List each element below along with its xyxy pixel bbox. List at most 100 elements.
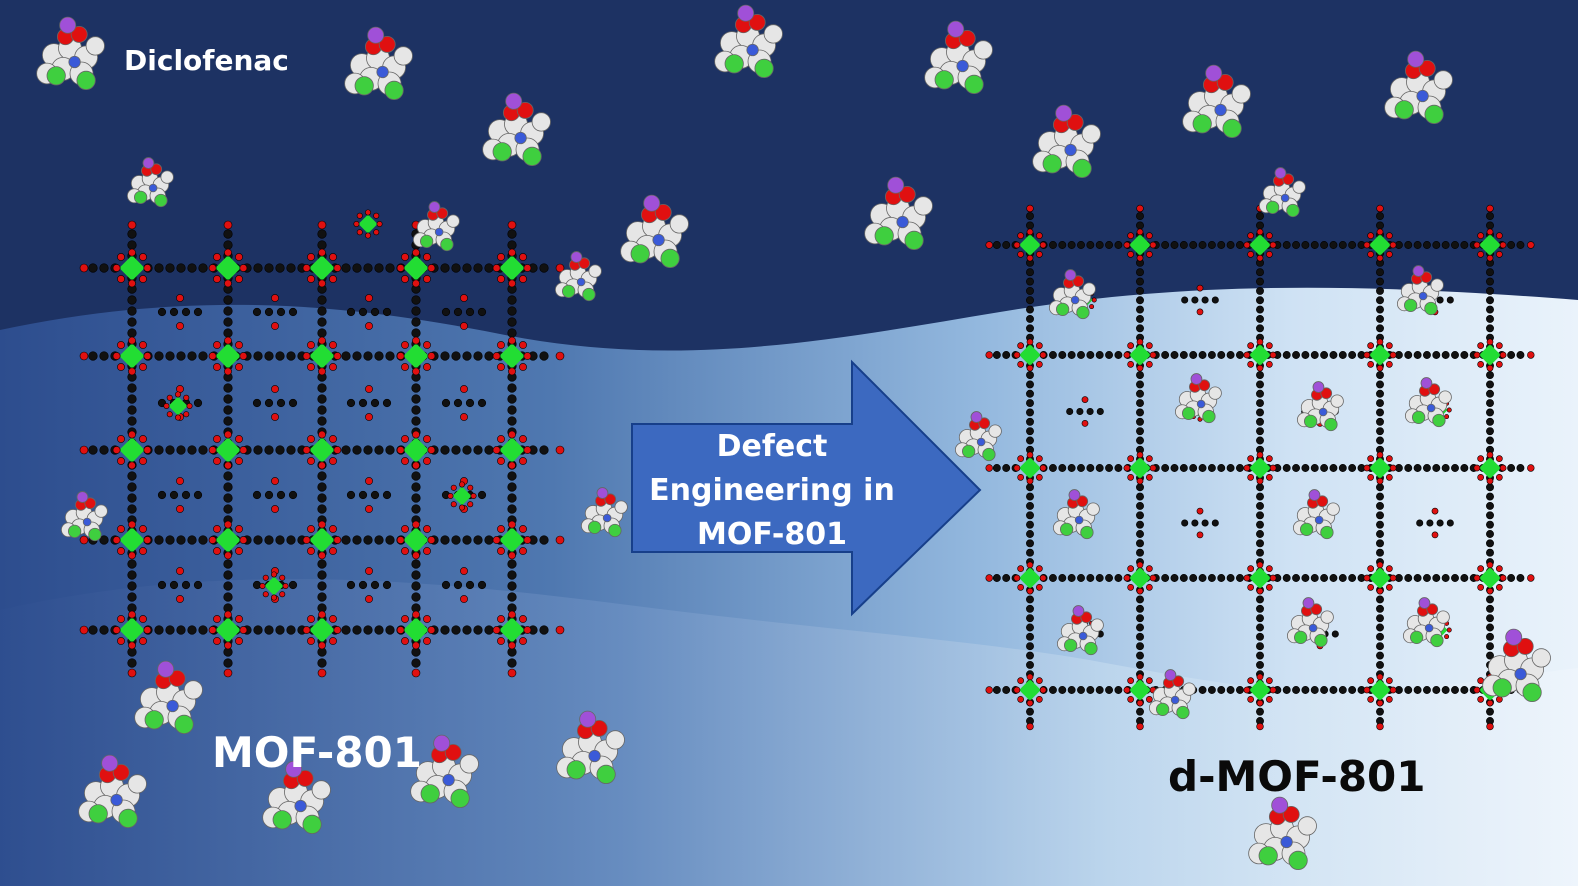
carbon-atom [223,658,233,668]
carbon-atom [1338,241,1347,249]
carbon-atom [198,625,208,635]
oxygen-atom [166,411,173,418]
atom [724,54,744,74]
oxygen-atom [401,525,409,533]
atom [1080,525,1094,540]
carbon-atom [1026,296,1034,305]
oxygen-atom [1017,455,1025,463]
carbon-atom [1376,595,1384,604]
atom [1424,623,1434,633]
carbon-atom [507,504,517,514]
carbon-atom [88,351,98,361]
oxygen-atom [1149,574,1157,582]
carbon-atom [127,306,137,316]
oxygen-atom [1017,565,1025,573]
oxygen-atom [1013,241,1021,249]
diclofenac-label: Diclofenac [124,44,289,77]
carbon-atom [169,307,179,317]
carbon-atom [1256,399,1264,408]
oxygen-atom [1499,574,1507,582]
carbon-atom [1292,241,1301,249]
oxygen-atom [1145,342,1153,350]
atom [913,196,933,216]
atom [1205,64,1223,82]
diclofenac-molecule-icon [134,660,203,735]
oxygen-atom [1256,561,1264,569]
carbon-atom [317,317,327,327]
carbon-atom [198,351,208,361]
oxygen-atom [143,626,152,634]
oxygen-atom [1495,455,1503,463]
carbon-atom [286,445,296,455]
carbon-atom [992,241,1001,249]
carbon-atom [1376,604,1384,613]
oxygen-atom [262,574,269,581]
atom [1076,495,1089,508]
oxygen-atom [318,610,326,619]
diclofenac-molecule-icon [1174,373,1222,424]
oxygen-atom [507,220,517,230]
carbon-atom [507,405,517,415]
oxygen-atom [519,253,527,261]
oxygen-atom [508,610,516,619]
oxygen-atom [423,637,431,645]
atom [1214,103,1227,117]
atom [440,237,454,252]
carbon-atom [198,263,208,273]
carbon-atom [1422,686,1431,694]
oxygen-atom [1256,451,1264,459]
carbon-atom [1161,241,1170,249]
zr-cluster-node [119,617,145,643]
oxygen-atom [519,341,527,349]
atom [1196,399,1206,409]
oxygen-atom [208,626,217,634]
oxygen-atom [1495,250,1503,258]
oxygen-atom [985,464,993,472]
carbon-atom [451,351,461,361]
oxygen-atom [235,615,243,623]
atom [354,76,374,96]
oxygen-atom [396,264,405,272]
atom [1531,648,1551,668]
carbon-atom [484,535,494,545]
oxygen-atom [1013,574,1021,582]
oxygen-atom [1256,228,1264,236]
oxygen-atom [1089,304,1095,310]
oxygen-atom [271,385,279,393]
oxygen-atom [1145,455,1153,463]
carbon-atom [176,535,186,545]
oxygen-atom [1026,699,1034,707]
diclofenac-molecule-icon [482,92,551,166]
oxygen-atom [79,351,89,361]
carbon-atom [198,535,208,545]
carbon-atom [1422,464,1431,472]
atom [505,92,523,110]
oxygen-atom [333,352,342,360]
carbon-atom [1256,305,1264,314]
oxygen-atom [1149,351,1157,359]
atom [1308,489,1321,501]
oxygen-atom [1013,351,1021,359]
oxygen-atom [497,457,505,465]
atom [144,710,164,730]
zr-cluster-node [119,527,145,553]
oxygen-atom [143,264,152,272]
oxygen-atom [128,367,136,376]
carbon-atom [165,351,175,361]
oxygen-atom [1486,364,1494,372]
oxygen-atom [1385,695,1393,703]
carbon-atom [1179,574,1188,582]
carbon-atom [1460,241,1469,249]
carbon-atom [1404,464,1413,472]
atom [737,4,755,22]
carbon-atom [127,592,137,602]
atom [1426,403,1436,413]
carbon-atom [477,490,487,500]
oxygen-atom [128,610,136,619]
carbon-atom [223,559,233,569]
carbon-atom [382,307,392,317]
oxygen-atom [1145,695,1153,703]
carbon-atom [1486,539,1494,548]
oxygen-atom [1145,583,1153,591]
oxygen-atom [329,457,337,465]
